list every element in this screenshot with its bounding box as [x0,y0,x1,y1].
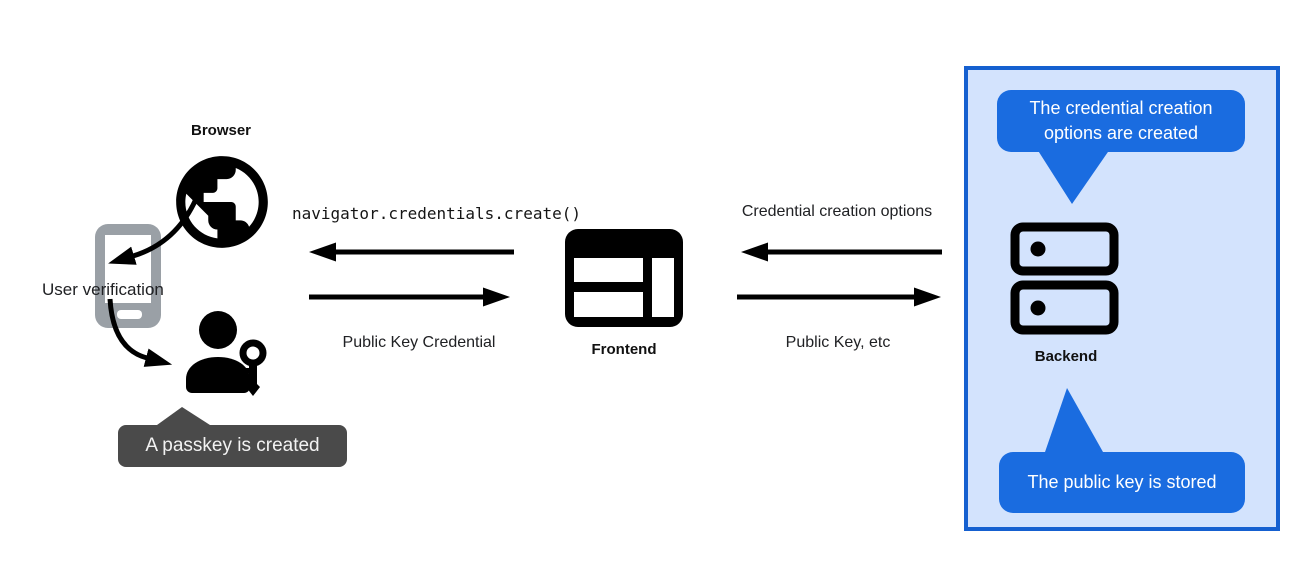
backend-label: Backend [1034,348,1098,365]
passkey-tooltip: A passkey is created [118,425,347,467]
bottom-callout-pointer [1045,388,1103,452]
public-key-etc-caption: Public Key, etc [785,334,891,351]
server-stack-icon [1010,222,1119,335]
top-callout-pointer [1037,149,1110,204]
frontend-label: Frontend [591,341,657,358]
person-with-key-icon [186,311,267,396]
credential-creation-options-caption: Credential creation options [741,203,933,220]
bottom-callout-text: The public key is stored [1027,472,1217,493]
passkey-tooltip-text: A passkey is created [145,435,320,456]
navigator-credentials-create-caption: navigator.credentials.create() [292,204,581,223]
user-verification-label: User verification [42,280,164,299]
browser-window-icon [565,229,683,327]
public-key-credential-caption: Public Key Credential [342,334,496,351]
smartphone-icon [95,224,161,328]
top-callout: The credential creation options are crea… [997,90,1245,152]
bottom-callout: The public key is stored [999,452,1245,513]
passkey-tooltip-pointer [157,407,210,425]
globe-icon [176,156,268,248]
top-callout-text: The credential creation options are crea… [1029,98,1213,143]
browser-label: Browser [190,122,252,139]
